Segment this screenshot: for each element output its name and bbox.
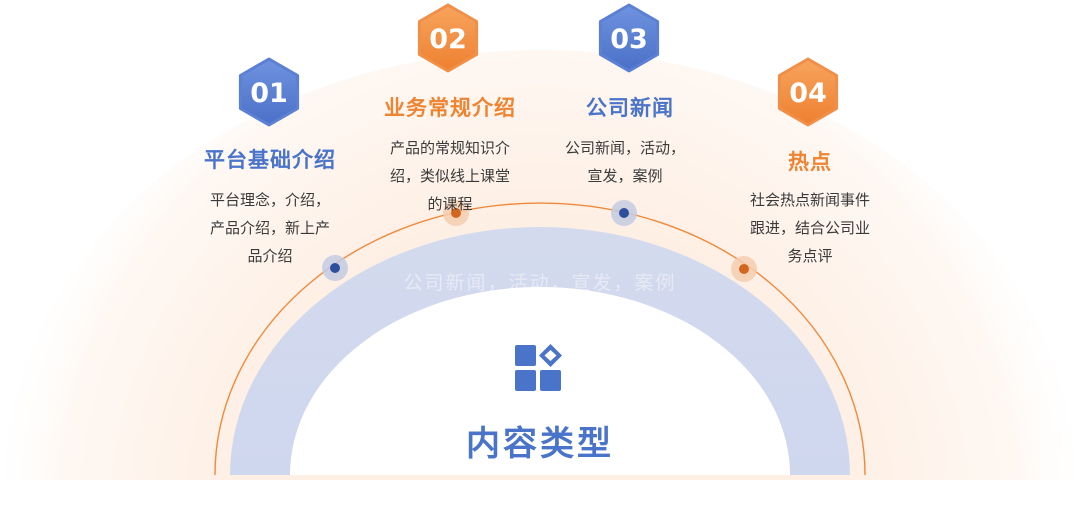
item-desc-04-line-2: 跟进，结合公司业 xyxy=(749,219,870,237)
item-desc-04-line-3: 务点评 xyxy=(787,247,833,265)
arc-node-04 xyxy=(731,256,757,282)
item-desc-04: 社会热点新闻事件 跟进，结合公司业 务点评 xyxy=(710,186,910,270)
center-title: 内容类型 xyxy=(466,424,614,464)
item-desc-02: 产品的常规知识介 绍，类似线上课堂 的课程 xyxy=(350,134,550,218)
item-title-02: 业务常规介绍 xyxy=(384,96,516,120)
hex-badge-01: 01 xyxy=(238,57,300,127)
item-desc-02-line-2: 绍，类似线上课堂 xyxy=(389,167,510,185)
item-desc-01-line-2: 产品介绍，新上产 xyxy=(209,219,330,237)
item-desc-03-line-2: 宣发，案例 xyxy=(587,167,663,185)
item-desc-03: 公司新闻，活动， 宣发，案例 xyxy=(525,134,725,190)
badge-number-02: 02 xyxy=(429,24,467,55)
item-title-03: 公司新闻 xyxy=(586,96,674,120)
item-desc-01: 平台理念，介绍， 产品介绍，新上产 品介绍 xyxy=(170,186,370,270)
arc-node-01 xyxy=(322,255,348,281)
item-desc-01-line-1: 平台理念，介绍， xyxy=(209,191,330,209)
arc-node-03 xyxy=(611,200,637,226)
item-desc-02-line-3: 的课程 xyxy=(427,195,473,213)
badge-number-01: 01 xyxy=(250,78,288,109)
hex-badge-03: 03 xyxy=(598,3,660,73)
item-desc-03-line-1: 公司新闻，活动， xyxy=(564,139,685,157)
apps-grid-icon xyxy=(515,344,562,391)
arc-node-02 xyxy=(443,200,469,226)
band-watermark-text: 公司新闻，活动，宣发，案例 xyxy=(403,272,677,294)
item-desc-01-line-3: 品介绍 xyxy=(247,247,293,265)
hex-badge-02: 02 xyxy=(417,3,479,73)
badge-number-03: 03 xyxy=(610,24,648,55)
item-desc-02-line-1: 产品的常规知识介 xyxy=(389,139,510,157)
blue-arc-band xyxy=(230,227,850,475)
hex-badge-04: 04 xyxy=(777,57,839,127)
badge-number-04: 04 xyxy=(789,78,827,109)
item-title-01: 平台基础介绍 xyxy=(204,148,336,172)
item-desc-04-line-1: 社会热点新闻事件 xyxy=(749,191,870,209)
orange-arc-line xyxy=(214,202,866,476)
item-title-04: 热点 xyxy=(788,150,832,174)
